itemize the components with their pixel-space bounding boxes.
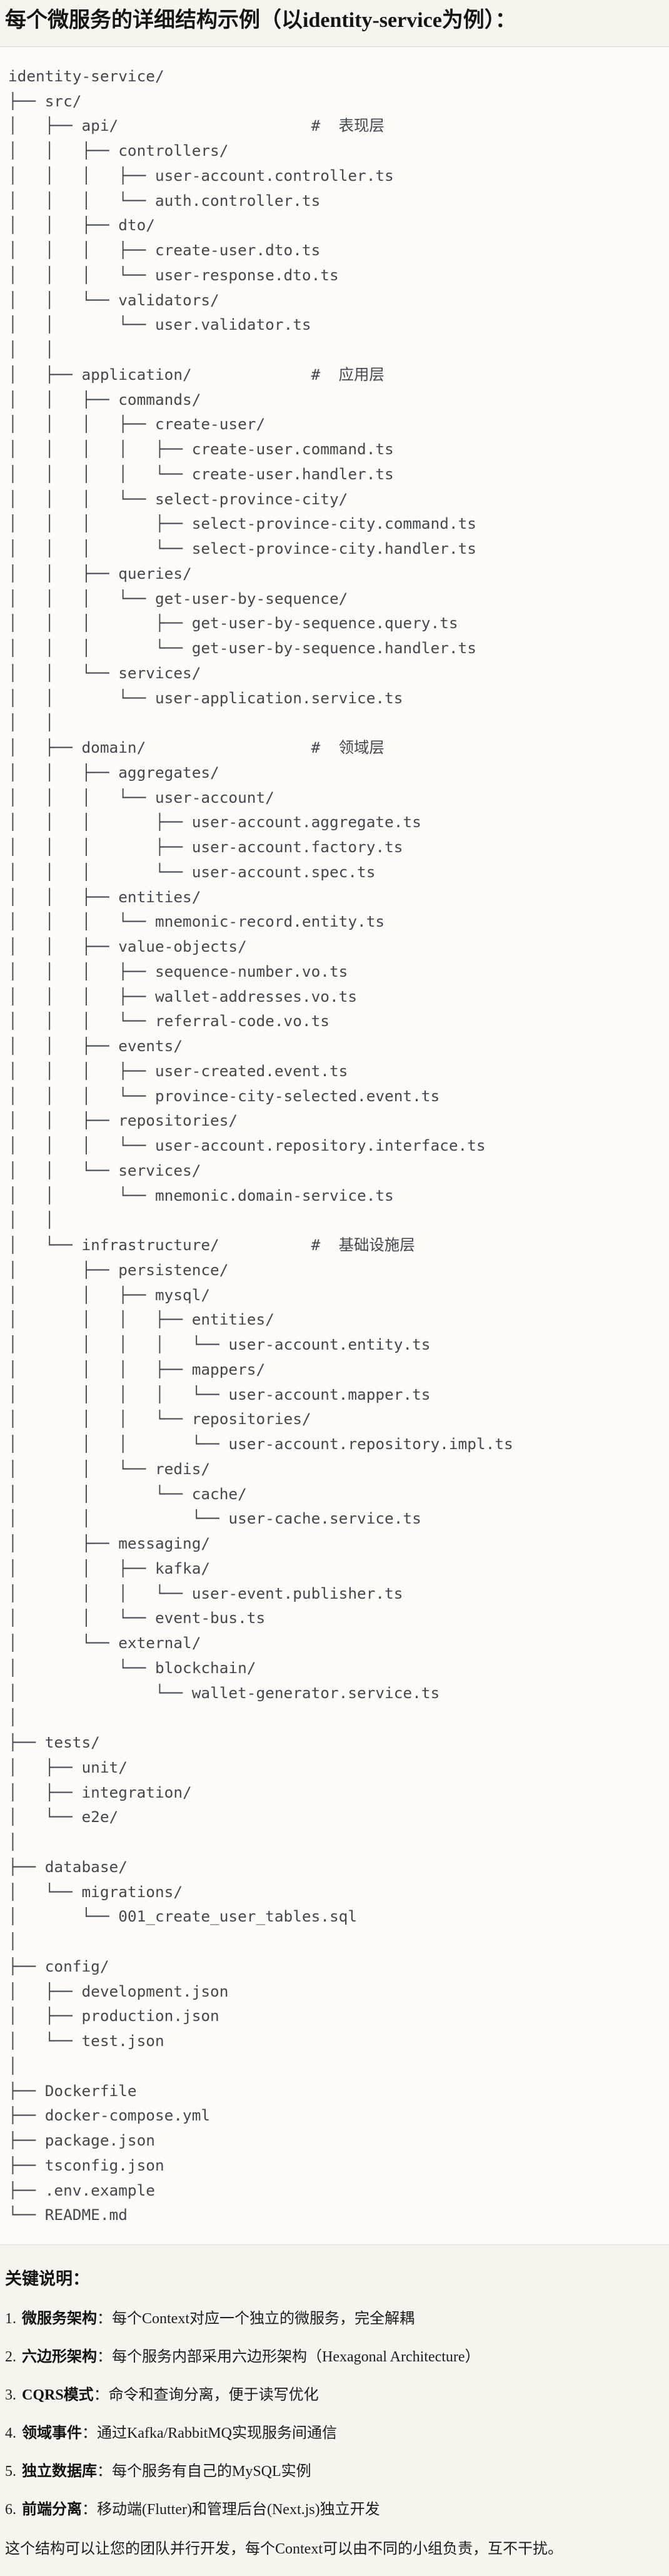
note-item: 6. 前端分离：移动端(Flutter)和管理后台(Next.js)独立开发 — [5, 2499, 664, 2520]
notes-section: 关键说明： 1. 微服务架构：每个Context对应一个独立的微服务，完全解耦 2… — [0, 2266, 669, 2560]
code-block: identity-service/ ├── src/ │ ├── api/ # … — [0, 46, 669, 2246]
page-title: 每个微服务的详细结构示例（以identity-service为例）： — [5, 9, 516, 32]
note-item: 4. 领域事件：通过Kafka/RabbitMQ实现服务间通信 — [5, 2423, 664, 2444]
note-text: ：每个服务内部采用六边形架构（Hexagonal Architecture） — [97, 2349, 480, 2366]
note-text: ：通过Kafka/RabbitMQ实现服务间通信 — [82, 2425, 337, 2442]
note-number: 6. — [5, 2502, 16, 2518]
note-number: 4. — [5, 2425, 16, 2442]
note-text: ：每个服务有自己的MySQL实例 — [97, 2463, 311, 2480]
note-item: 5. 独立数据库：每个服务有自己的MySQL实例 — [5, 2461, 664, 2482]
note-item: 2. 六边形架构：每个服务内部采用六边形架构（Hexagonal Architec… — [5, 2346, 664, 2368]
footer-paragraph: 这个结构可以让您的团队并行开发，每个Context可以由不同的小组负责，互不干扰… — [5, 2541, 563, 2558]
note-text: ：每个Context对应一个独立的微服务，完全解耦 — [97, 2311, 415, 2328]
note-label: 前端分离 — [22, 2502, 82, 2518]
note-label: CQRS模式 — [22, 2387, 94, 2404]
note-number: 5. — [5, 2463, 16, 2480]
note-label: 领域事件 — [22, 2425, 82, 2442]
note-text: ：命令和查询分离，便于读写优化 — [93, 2387, 319, 2404]
notes-heading: 关键说明： — [5, 2269, 89, 2289]
note-number: 3. — [5, 2387, 16, 2404]
note-label: 微服务架构 — [22, 2311, 97, 2328]
note-number: 2. — [5, 2349, 16, 2366]
file-tree: identity-service/ ├── src/ │ ├── api/ # … — [8, 66, 513, 2224]
note-number: 1. — [5, 2311, 16, 2328]
note-item: 1. 微服务架构：每个Context对应一个独立的微服务，完全解耦 — [5, 2308, 664, 2329]
note-label: 六边形架构 — [22, 2349, 97, 2366]
note-label: 独立数据库 — [22, 2463, 97, 2480]
note-text: ：移动端(Flutter)和管理后台(Next.js)独立开发 — [82, 2502, 380, 2518]
note-item: 3. CQRS模式：命令和查询分离，便于读写优化 — [5, 2385, 664, 2406]
